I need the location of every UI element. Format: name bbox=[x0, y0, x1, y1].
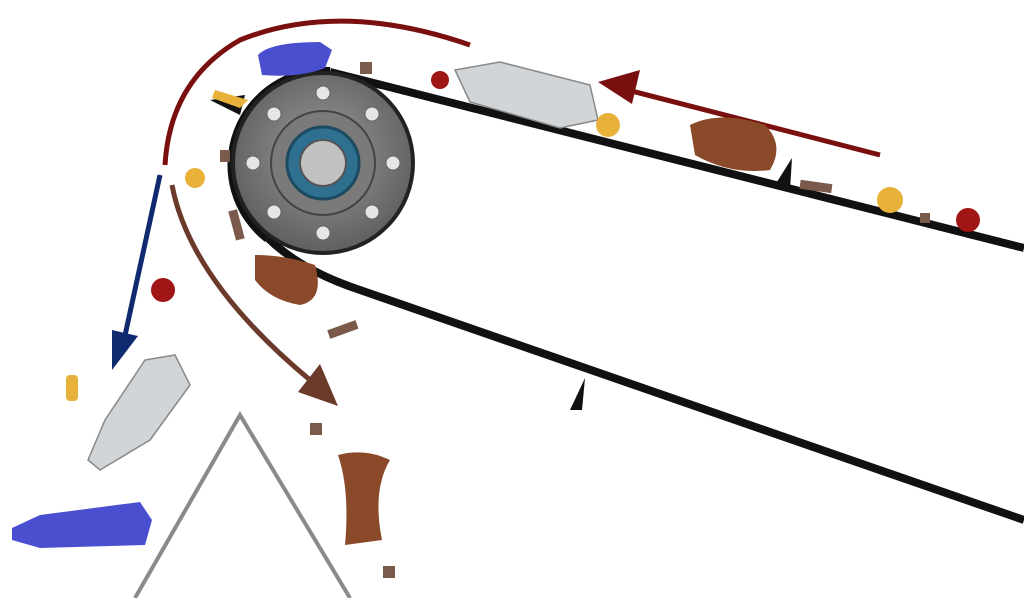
yellow-cap bbox=[66, 375, 78, 401]
splitter bbox=[133, 411, 352, 598]
belt-cleat bbox=[570, 378, 585, 410]
rusty-rock bbox=[255, 255, 318, 305]
bolt bbox=[228, 209, 245, 241]
plastic-bottle bbox=[453, 61, 599, 129]
ferrous-trajectory-arrow bbox=[169, 184, 312, 382]
nut bbox=[220, 150, 230, 162]
bolt bbox=[327, 320, 359, 339]
red-cap bbox=[151, 278, 175, 302]
red-cap bbox=[956, 208, 980, 232]
nut bbox=[383, 566, 395, 578]
blue-plastic-bottle bbox=[12, 502, 152, 548]
nut bbox=[920, 213, 930, 223]
belt-direction-arc-arrow bbox=[162, 18, 471, 166]
yellow-cap bbox=[185, 168, 205, 188]
nonferrous-trajectory-arrow bbox=[121, 174, 163, 341]
materials bbox=[12, 42, 980, 578]
plastic-bottle bbox=[87, 354, 191, 471]
rusty-rock bbox=[338, 452, 390, 545]
head-pulley-icon bbox=[231, 71, 415, 255]
yellow-cap bbox=[596, 113, 620, 137]
yellow-cap bbox=[212, 90, 248, 108]
rusty-rock bbox=[690, 117, 777, 171]
blue-plastic-bottle bbox=[258, 42, 332, 76]
bolt bbox=[799, 179, 833, 194]
yellow-cap bbox=[877, 187, 903, 213]
red-cap bbox=[431, 71, 449, 89]
nut bbox=[310, 423, 322, 435]
belt-arrowhead bbox=[598, 70, 640, 104]
belt-cleat bbox=[775, 158, 792, 190]
nut bbox=[360, 62, 372, 74]
